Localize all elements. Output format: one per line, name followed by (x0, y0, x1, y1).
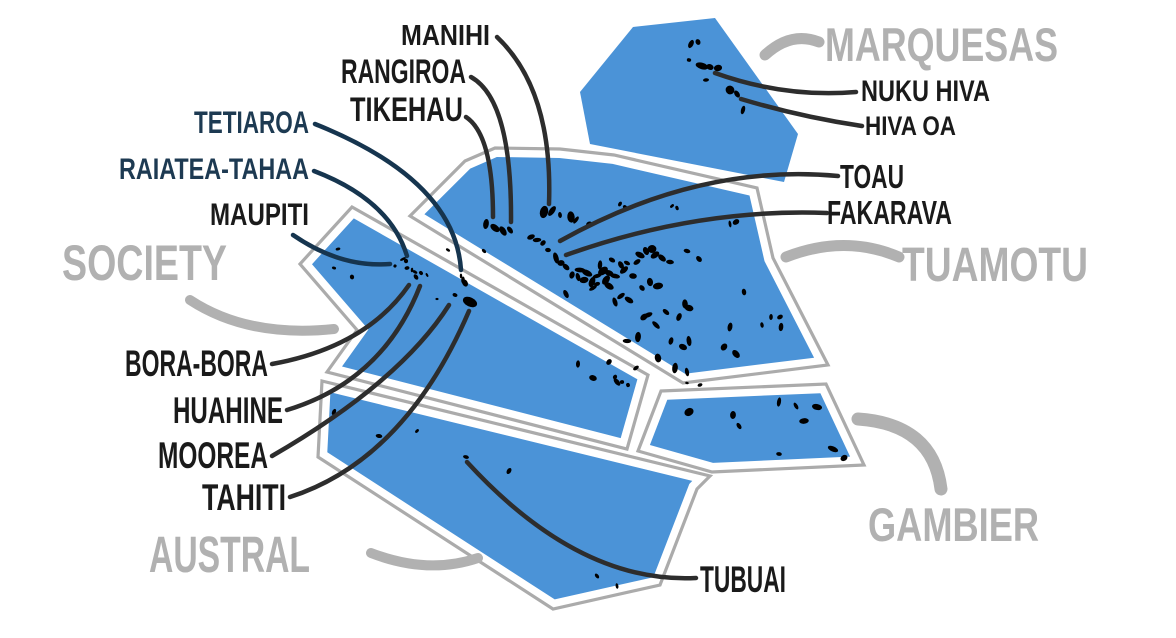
svg-text:BORA-BORA: BORA-BORA (125, 342, 268, 384)
svg-text:SOCIETY: SOCIETY (62, 235, 227, 291)
svg-text:AUSTRAL: AUSTRAL (149, 525, 310, 583)
svg-text:TAHITI: TAHITI (202, 476, 286, 518)
svg-text:TUBUAI: TUBUAI (700, 558, 786, 600)
svg-text:RANGIROA: RANGIROA (341, 53, 466, 91)
svg-text:TUAMOTU: TUAMOTU (902, 238, 1088, 292)
svg-text:HUAHINE: HUAHINE (173, 389, 283, 431)
svg-text:TOAU: TOAU (840, 158, 904, 195)
svg-text:HIVA OA: HIVA OA (865, 110, 956, 141)
svg-text:MARQUESAS: MARQUESAS (825, 18, 1058, 71)
svg-text:FAKARAVA: FAKARAVA (827, 194, 952, 231)
svg-text:TETIAROA: TETIAROA (194, 105, 309, 140)
svg-text:MOOREA: MOOREA (158, 434, 268, 476)
svg-text:MAUPITI: MAUPITI (210, 197, 309, 232)
svg-text:TIKEHAU: TIKEHAU (350, 91, 463, 129)
svg-text:MANIHI: MANIHI (401, 20, 490, 52)
svg-text:RAIATEA-TAHAA: RAIATEA-TAHAA (119, 153, 309, 186)
svg-text:NUKU HIVA: NUKU HIVA (861, 75, 990, 108)
svg-text:GAMBIER: GAMBIER (868, 498, 1039, 551)
